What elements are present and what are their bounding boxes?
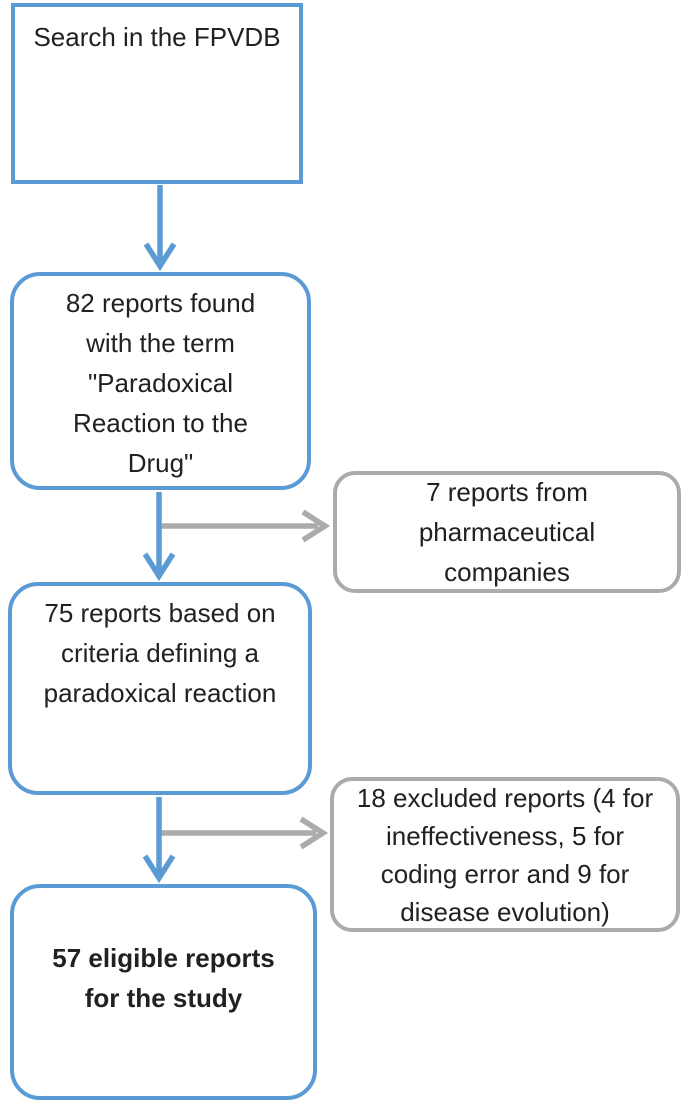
flow-node-criteria-reports: 75 reports based on criteria defining a …: [8, 582, 312, 795]
arrow-down-icon: [143, 185, 177, 272]
node-text-line: Reaction to the: [73, 408, 248, 438]
node-text-line: criteria defining a: [61, 638, 259, 668]
flow-node-excluded-reports: 18 excluded reports (4 for ineffectivene…: [330, 777, 680, 932]
node-text-line: pharmaceutical: [418, 517, 596, 547]
node-text-line: 57 eligible reports: [52, 943, 275, 973]
flow-node-eligible-reports: 57 eligible reports for the study: [10, 884, 317, 1100]
node-text-line: 75 reports based on: [44, 598, 276, 628]
node-text-line: companies: [444, 557, 570, 587]
node-text-line: Drug": [127, 448, 194, 478]
arrow-right-icon: [159, 816, 329, 850]
node-text-line: disease evolution): [400, 896, 610, 927]
node-text-line: paradoxical reaction: [43, 678, 277, 708]
node-text-line: "Paradoxical: [87, 368, 234, 398]
flow-node-reports-found: 82 reports found with the term "Paradoxi…: [10, 272, 311, 490]
node-text-line: for the study: [84, 983, 243, 1013]
node-text-line: 7 reports from: [426, 477, 588, 507]
node-text-line: 82 reports found: [65, 288, 256, 318]
node-text-line: ineffectiveness, 5 for: [386, 820, 624, 851]
node-text-line: coding error and 9 for: [380, 858, 630, 889]
node-text-line: 18 excluded reports (4 for: [356, 782, 654, 813]
flow-node-search-fpvdb: Search in the FPVDB: [11, 3, 303, 184]
node-text-line: Search in the FPVDB: [33, 22, 281, 52]
arrow-right-icon: [159, 509, 331, 543]
flow-node-pharma-company-reports: 7 reports from pharmaceutical companies: [333, 471, 681, 593]
node-text-line: with the term: [86, 328, 235, 358]
arrow-down-icon: [142, 797, 176, 884]
arrow-down-icon: [142, 492, 176, 582]
